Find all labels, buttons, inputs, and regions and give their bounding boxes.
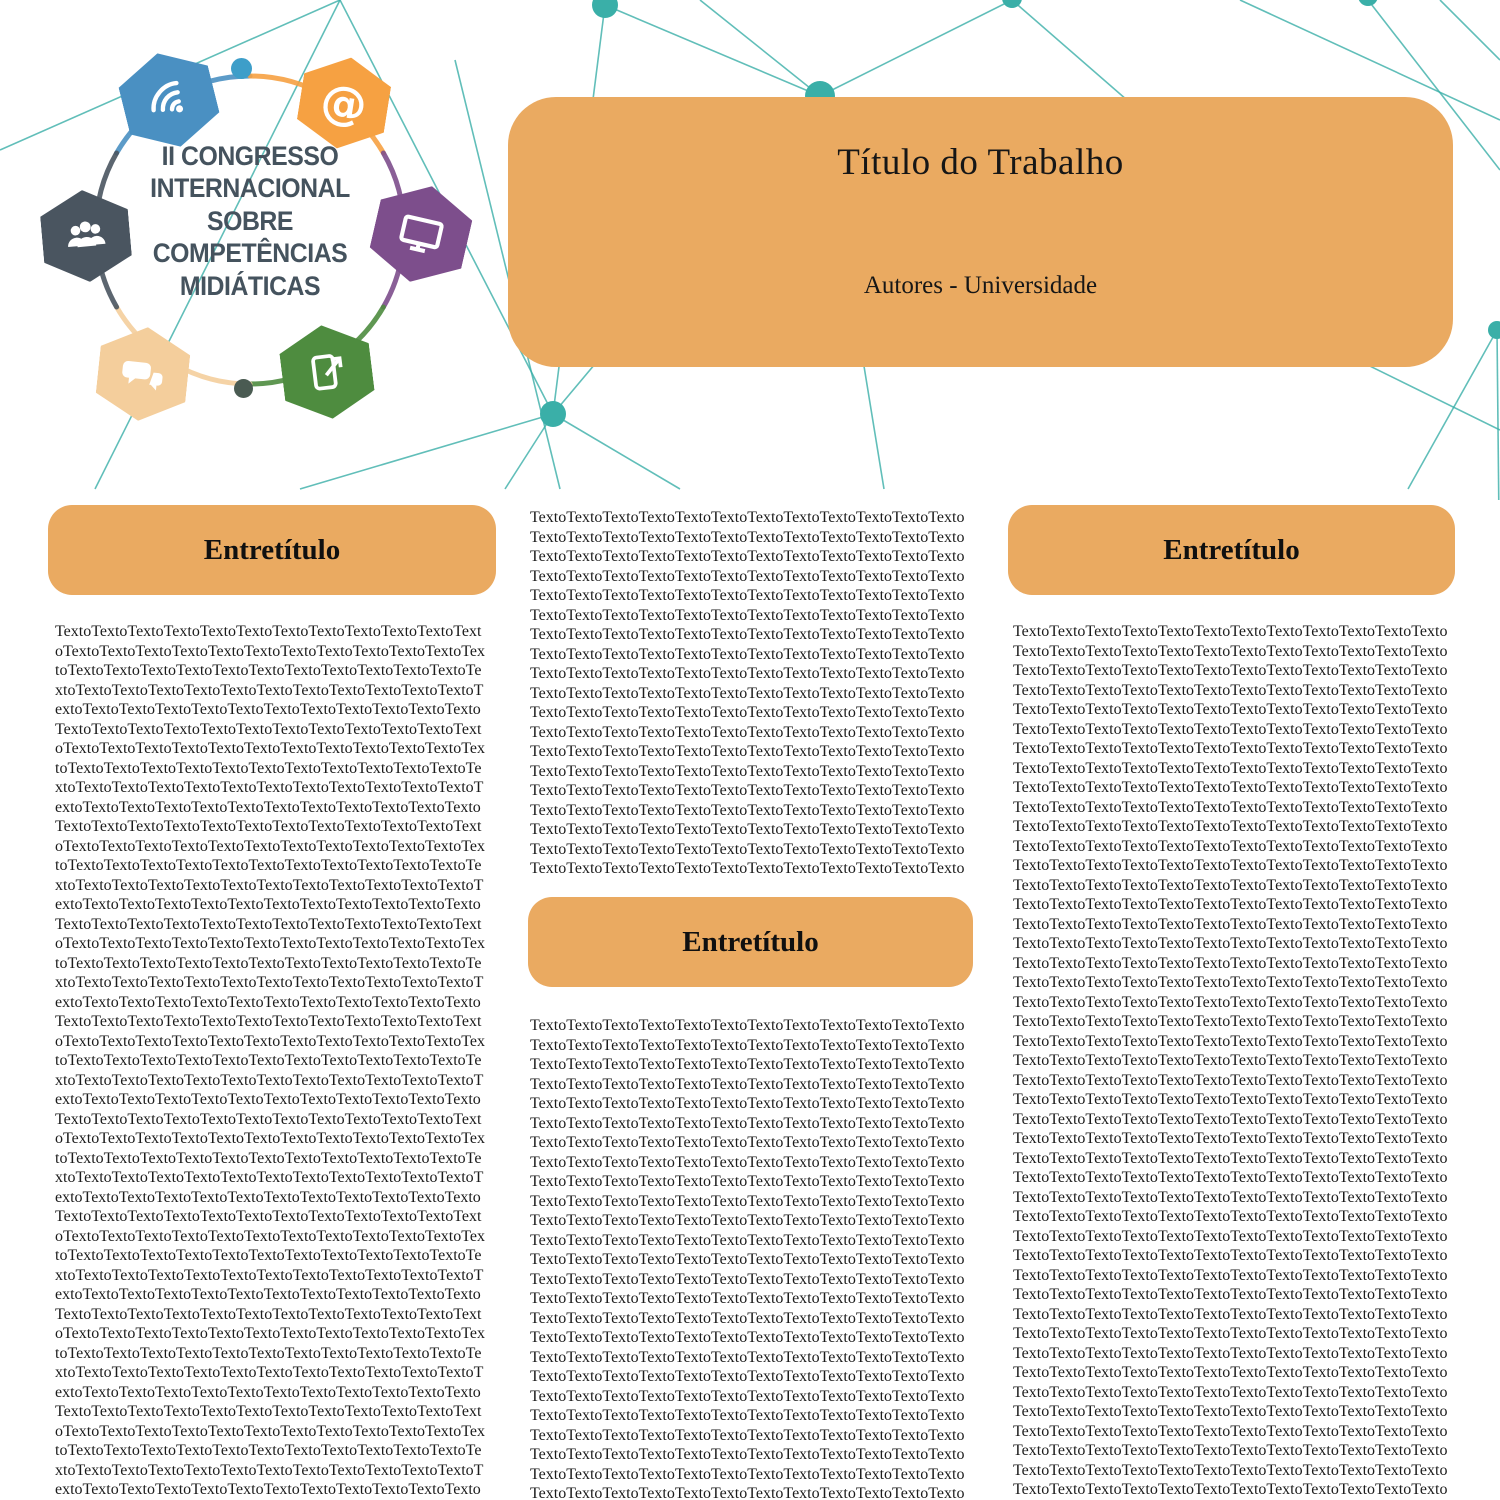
at-icon: @ — [317, 72, 371, 134]
wifi-hexagon — [113, 42, 225, 157]
body-text-right: TextoTextoTextoTextoTextoTextoTextoTexto… — [1013, 623, 1448, 1498]
subheading-middle: Entretítulo — [528, 897, 973, 987]
people-hexagon — [38, 186, 134, 285]
title-banner: Título do Trabalho Autores - Universidad… — [508, 97, 1453, 367]
body-text-middle-bottom: TextoTextoTextoTextoTextoTextoTextoTexto… — [530, 1017, 965, 1500]
share-hexagon — [277, 320, 378, 424]
subheading-right: Entretítulo — [1008, 505, 1455, 595]
authors-line: Autores - Universidade — [863, 272, 1098, 299]
share-arrow-icon — [299, 344, 355, 400]
congress-title-line: SOBRE — [206, 205, 294, 236]
people-icon — [59, 209, 113, 263]
ring-node-dot — [231, 58, 252, 79]
chat-hexagon — [93, 323, 192, 426]
congress-logo: @ — [60, 45, 460, 445]
congress-title-line: II CONGRESSO — [161, 141, 339, 171]
wifi-icon — [134, 65, 204, 135]
congress-title: II CONGRESSO INTERNACIONAL SOBRE COMPETÊ… — [138, 140, 362, 302]
body-text-middle-top: TextoTextoTextoTextoTextoTextoTextoTexto… — [530, 509, 965, 881]
subheading-left-label: Entretítulo — [203, 533, 341, 566]
congress-title-line: MIDIÁTICAS — [179, 270, 321, 301]
monitor-hexagon — [364, 176, 478, 293]
work-title: Título do Trabalho — [837, 142, 1124, 183]
chat-bubbles-icon — [116, 347, 171, 402]
body-text-left: TextoTextoTextoTextoTextoTextoTextoTexto… — [55, 623, 485, 1498]
congress-title-line: COMPETÊNCIAS — [152, 238, 348, 269]
congress-title-line: INTERNACIONAL — [150, 173, 350, 204]
subheading-left: Entretítulo — [48, 505, 496, 595]
subheading-right-label: Entretítulo — [1163, 533, 1300, 566]
ring-node-dot — [234, 379, 253, 398]
subheading-middle-label: Entretítulo — [682, 925, 819, 958]
monitor-icon — [390, 203, 452, 265]
